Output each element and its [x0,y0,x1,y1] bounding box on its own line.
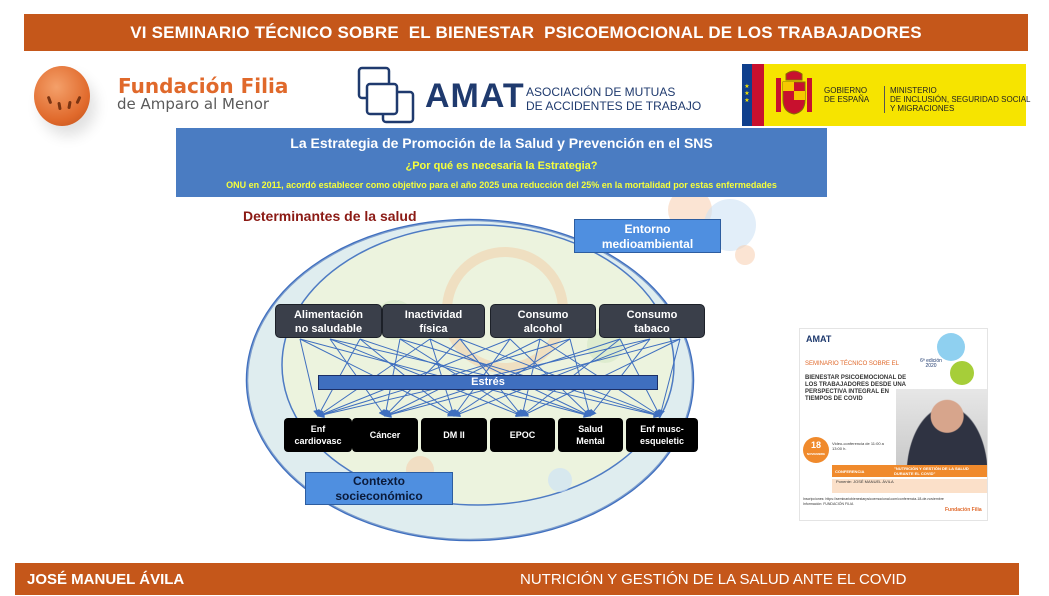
determinant-line-2: alcohol [523,323,563,335]
gov-ministry-text: MINISTERIO DE INCLUSIÓN, SEGURIDAD SOCIA… [884,86,1030,113]
disease-line-1: Enf musc- [640,424,684,434]
gov-espana-text: GOBIERNO DE ESPAÑA [824,86,869,104]
contexto-box: Contexto socieconómico [305,472,453,505]
poster-date-month: NOVIEMBRE [806,452,826,456]
disease-line-1: EPOC [509,430,536,440]
entorno-box: Entorno medioambiental [574,219,721,253]
determinant-line-1: Consumo [626,309,678,321]
determinant-box: Alimentación no saludable [275,304,382,338]
filia-logo-name: Fundación Filia [118,74,289,98]
footer-bar: JOSÉ MANUEL ÁVILA NUTRICIÓN Y GESTIÓN DE… [15,563,1019,595]
footer-topic: NUTRICIÓN Y GESTIÓN DE LA SALUD ANTE EL … [520,571,907,588]
footer-speaker: JOSÉ MANUEL ÁVILA [27,571,185,588]
strategy-onu-goal: ONU en 2011, acordó establecer como obje… [226,180,777,190]
poster-seminar-text: SEMINARIO TÉCNICO SOBRE EL [805,361,899,367]
strategy-title: La Estrategia de Promoción de la Salud y… [290,135,713,151]
government-logo: ★★★ GOBIERNO DE ESPAÑA MINISTERIO DE INC… [742,64,1030,126]
poster-conf-label: CONFERENCIA [835,469,865,474]
poster-speaker: Ponente: JOSÉ MANUEL ÁVILA [832,479,987,493]
gov-es-line-2: DE ESPAÑA [824,95,870,104]
entorno-line-2: medioambiental [601,237,694,251]
poster-inscription: Inscripciones: https://seminariobienesta… [803,497,985,507]
amat-sub-line-1: ASOCIACIÓN DE MUTUAS [526,85,676,99]
eu-flag-icon: ★★★ [742,64,764,126]
determinant-box: Consumo alcohol [490,304,596,338]
poster-filia-logo: Fundación Filia [945,507,982,513]
filia-logo-ball-icon [34,66,90,126]
header-bar: VI SEMINARIO TÉCNICO SOBRE EL BIENESTAR … [24,14,1028,51]
disease-box: Enf musc-esqueletic [626,418,698,452]
amat-sub-line-2: DE ACCIDENTES DE TRABAJO [526,99,702,113]
poster-video-time: Video-conferencia de 11:00 a 13:00 h. [832,441,884,451]
poster-bienestar-text: BIENESTAR PSICOEMOCIONAL DE LOS TRABAJAD… [805,375,907,402]
amat-logo-sub: ASOCIACIÓN DE MUTUAS DE ACCIDENTES DE TR… [526,85,701,113]
strategy-title-box: La Estrategia de Promoción de la Salud y… [176,128,827,197]
disease-line-2: Mental [576,436,605,446]
gov-min-line-2: DE INCLUSIÓN, SEGURIDAD SOCIAL [890,95,1031,104]
filia-logo-sub: de Amparo al Menor [117,95,270,113]
entorno-line-1: Entorno [624,222,671,236]
poster-conference-bar: CONFERENCIA "NUTRICIÓN Y GESTIÓN DE LA S… [832,465,987,477]
contexto-line-1: Contexto [353,474,405,488]
gov-min-line-3: Y MIGRACIONES [890,104,955,113]
poster-info-line: Información: FUNDACIÓN FILIA [803,502,854,506]
determinant-line-1: Inactividad [404,309,463,321]
determinant-box: Consumo tabaco [599,304,705,338]
amat-logo-icon [357,66,415,124]
contexto-line-2: socieconómico [335,489,423,503]
poster-date-day: 18 [810,440,821,450]
disease-line-1: Cáncer [369,430,401,440]
determinant-line-2: tabaco [634,323,670,335]
disease-line-1: Enf [310,424,326,434]
disease-line-2: cardiovasc [294,436,342,446]
disease-box: Cáncer [352,418,418,452]
disease-box: Enf cardiovasc [284,418,352,452]
poster-date-badge: 18 NOVIEMBRE [803,437,829,463]
poster-amat-logo: AMAT [806,334,832,344]
gov-es-line-1: GOBIERNO [824,86,868,95]
poster-edition: 6ª edición 2020 [920,358,942,369]
determinant-line-1: Alimentación [293,309,364,321]
gov-min-line-1: MINISTERIO [890,86,937,95]
virus-illustration-icon [950,361,974,385]
amat-logo-word: AMAT [425,77,525,115]
stress-bar: Estrés [318,375,658,390]
determinant-line-2: física [419,323,448,335]
arrow-line [658,338,681,417]
determinant-box: Inactividad física [382,304,485,338]
disease-line-1: DM II [443,430,465,440]
disease-box: DM II [421,418,487,452]
determinant-line-1: Consumo [517,309,569,321]
header-title: VI SEMINARIO TÉCNICO SOBRE EL BIENESTAR … [130,22,922,42]
arrow-line [299,338,321,417]
diagram-title: Determinantes de la salud [243,208,417,224]
coat-of-arms-icon [776,70,812,115]
strategy-question: ¿Por qué es necesaria la Estrategia? [405,160,598,172]
poster-insc-line: Inscripciones: https://seminariobienesta… [803,497,944,501]
disease-line-1: Salud [578,424,603,434]
disease-box: EPOC [490,418,555,452]
poster-conf-title: "NUTRICIÓN Y GESTIÓN DE LA SALUD DURANTE… [894,466,969,476]
seminar-poster-thumbnail: AMAT SEMINARIO TÉCNICO SOBRE EL BIENESTA… [799,328,988,521]
speaker-photo [896,389,987,467]
disease-line-2: esqueletic [639,436,685,446]
virus-illustration-icon [937,333,965,361]
determinant-line-2: no saludable [294,323,363,335]
